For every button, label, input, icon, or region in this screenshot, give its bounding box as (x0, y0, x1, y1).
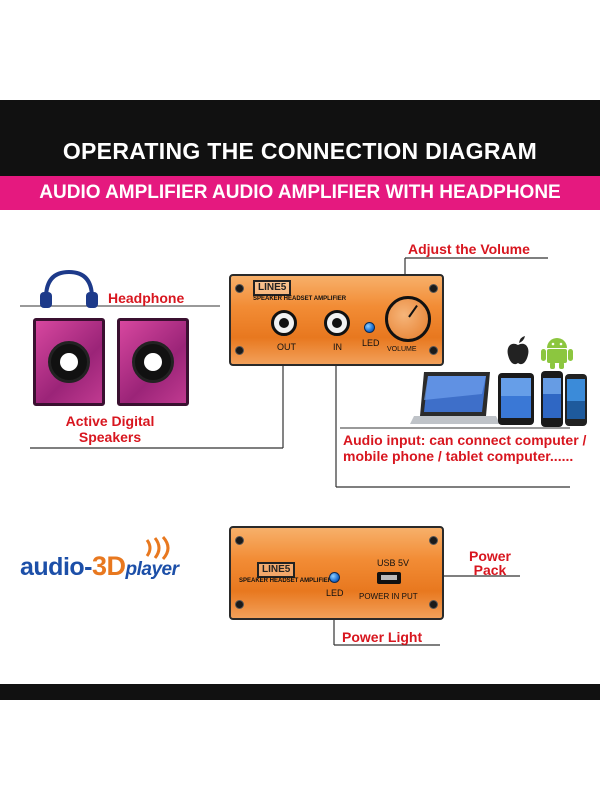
logo-audio: audio- (20, 553, 93, 581)
model-text: SPEAKER HEADSET AMPLIFIER (253, 296, 347, 302)
screw (429, 284, 438, 293)
tablet-icon (498, 373, 534, 425)
volume-label: VOLUME (387, 346, 417, 353)
speaker-left (33, 318, 105, 406)
android-icon (541, 338, 573, 369)
in-jack[interactable] (324, 310, 350, 336)
subtitle-band (0, 176, 600, 210)
audio-3d-player-logo: audio-3Dplayer (20, 551, 179, 582)
screw (235, 600, 244, 609)
headphone-label: Headphone (108, 290, 185, 306)
out-label: OUT (277, 342, 296, 352)
brand-logo: LINE5 (257, 562, 296, 578)
power-input-label: POWER IN PUT (359, 592, 418, 601)
page-subtitle: AUDIO AMPLIFIER AUDIO AMPLIFIER WITH HEA… (39, 182, 561, 203)
led-label: LED (326, 588, 344, 598)
audio-input-label: Audio input: can connect computer / mobi… (343, 432, 587, 464)
usb-label: USB 5V (377, 558, 410, 568)
amplifier-front-panel: LINE5 SPEAKER HEADSET AMPLIFIER OUT IN L… (229, 274, 444, 366)
screw (429, 536, 438, 545)
header-band (0, 100, 600, 176)
speaker-cone (48, 341, 90, 383)
usb-port[interactable] (377, 572, 401, 584)
out-jack[interactable] (271, 310, 297, 336)
smartphone-icon (565, 374, 587, 426)
logo-player: player (125, 559, 179, 580)
speakers-label: Active Digital Speakers (65, 413, 155, 445)
laptop-icon (410, 372, 500, 424)
power-light-label: Power Light (342, 629, 423, 645)
brand-logo: LINE5 (253, 280, 292, 296)
screw (235, 346, 244, 355)
adjust-volume-label: Adjust the Volume (408, 241, 530, 257)
logo-3d: 3D (92, 551, 126, 581)
volume-knob[interactable] (385, 296, 431, 342)
in-label: IN (333, 342, 342, 352)
screw (235, 536, 244, 545)
screw (429, 346, 438, 355)
footer-band (0, 684, 600, 700)
screw (429, 600, 438, 609)
model-text: SPEAKER HEADSET AMPLIFIER (239, 578, 333, 584)
amplifier-rear-panel: LINE5 SPEAKER HEADSET AMPLIFIER LED USB … (229, 526, 444, 620)
screw (235, 284, 244, 293)
speaker-cone (132, 341, 174, 383)
page-title: OPERATING THE CONNECTION DIAGRAM (62, 138, 538, 164)
led-indicator (364, 322, 375, 333)
power-led (329, 572, 340, 583)
speaker-right (117, 318, 189, 406)
power-pack-label: Power Pack (468, 548, 511, 578)
sound-wave-icon (145, 536, 170, 560)
led-label: LED (362, 338, 380, 348)
phone-icon (541, 371, 563, 427)
apple-icon (507, 336, 529, 365)
headphone-icon (40, 269, 98, 308)
